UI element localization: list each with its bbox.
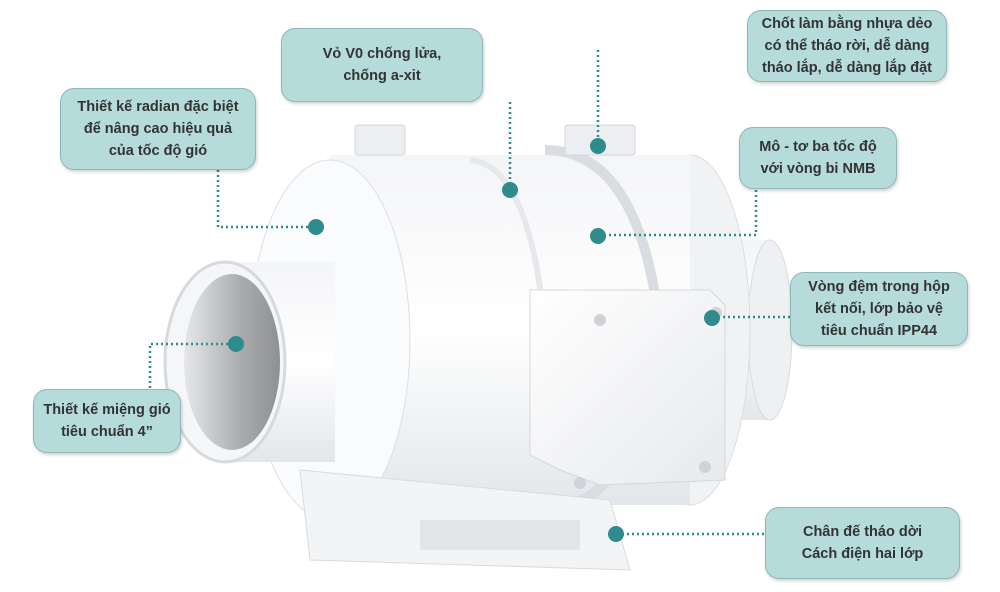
callout-gasket: Vòng đệm trong hộp kết nối, lớp bảo vệ t… xyxy=(790,272,968,346)
callout-radian-text: Thiết kế radian đặc biệt để nâng cao hiệ… xyxy=(77,99,239,159)
callout-inlet: Thiết kế miệng gió tiêu chuẩn 4” xyxy=(33,389,181,453)
callout-base: Chân đế tháo dời Cách điện hai lớp xyxy=(765,507,960,579)
callout-gasket-text: Vòng đệm trong hộp kết nối, lớp bảo vệ t… xyxy=(808,279,950,339)
base-stand xyxy=(299,469,631,571)
callout-motor-text: Mô - tơ ba tốc độ với vòng bi NMB xyxy=(759,139,877,177)
marker-radian xyxy=(308,219,324,235)
clip-left xyxy=(354,124,406,156)
callout-base-text: Chân đế tháo dời Cách điện hai lớp xyxy=(801,524,924,562)
marker-base xyxy=(608,526,624,542)
leader-lines xyxy=(148,50,790,536)
junction-box xyxy=(529,289,726,489)
callout-clip-text: Chốt làm bằng nhựa dẻo có thể tháo rời, … xyxy=(761,16,933,76)
marker-clip xyxy=(590,138,606,154)
callout-shell: Vỏ V0 chống lửa, chống a-xit xyxy=(281,28,483,102)
marker-motor xyxy=(590,228,606,244)
inlet-tube xyxy=(163,260,335,464)
marker-gasket xyxy=(704,310,720,326)
callout-radian: Thiết kế radian đặc biệt để nâng cao hiệ… xyxy=(60,88,256,170)
marker-inlet xyxy=(228,336,244,352)
callout-motor: Mô - tơ ba tốc độ với vòng bi NMB xyxy=(739,127,897,189)
callout-clip: Chốt làm bằng nhựa dẻo có thể tháo rời, … xyxy=(747,10,947,82)
callout-inlet-text: Thiết kế miệng gió tiêu chuẩn 4” xyxy=(43,402,171,440)
marker-dots xyxy=(228,138,720,542)
marker-shell xyxy=(502,182,518,198)
callout-shell-text: Vỏ V0 chống lửa, chống a-xit xyxy=(322,46,442,84)
